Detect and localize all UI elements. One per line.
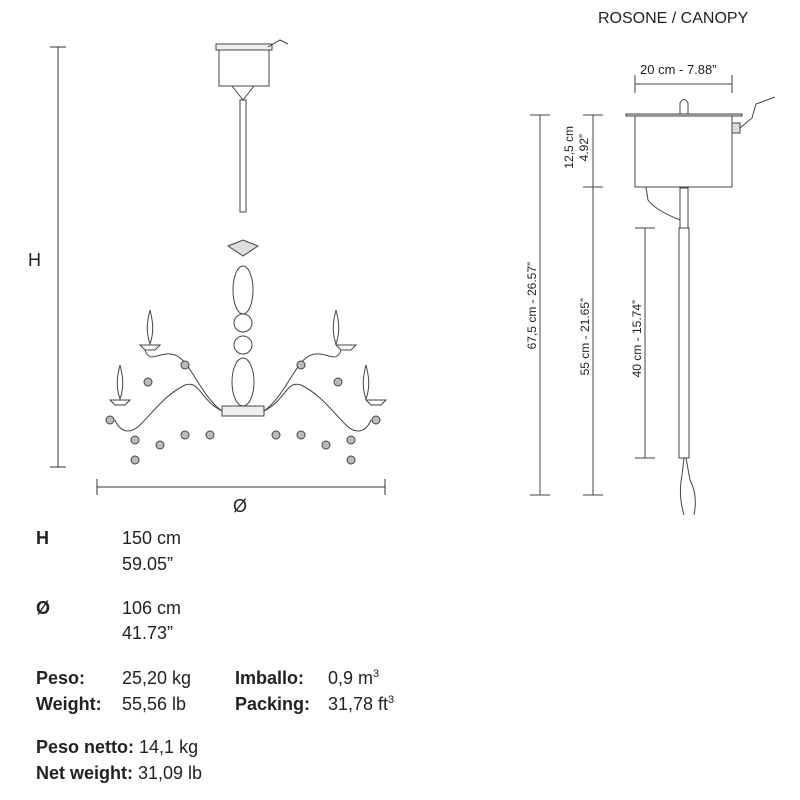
height-label: H (28, 250, 41, 270)
spec-h-in: 59.05” (122, 554, 174, 574)
canopy-width: 20 cm - 7.88” (640, 62, 717, 77)
canopy-drawing (530, 75, 776, 516)
chandelier-drawing (105, 39, 388, 465)
spec-h-cm: 150 cm (122, 528, 182, 548)
diameter-dimension-line (96, 479, 386, 495)
weight-value: 55,56 lb (122, 694, 187, 714)
diameter-label: Ø (233, 496, 248, 516)
packing-value: 31,78 ft3 (328, 694, 395, 714)
packing-label: Packing: (235, 694, 311, 714)
spec-d-cm: 106 cm (122, 598, 182, 618)
drop-length: 55 cm - 21.65” (578, 298, 592, 376)
weight-label: Weight: (36, 694, 102, 714)
net-peso: Peso netto: 14,1 kg (36, 737, 199, 757)
canopy-title: ROSONE / CANOPY (598, 10, 749, 27)
canopy-height-in: 4.92” (577, 134, 591, 162)
canopy-height-cm: 12,5 cm (562, 126, 576, 169)
peso-value: 25,20 kg (122, 668, 192, 688)
spec-d-in: 41.73” (122, 623, 174, 643)
rod-length: 40 cm - 15.74” (630, 300, 644, 378)
spec-h-label: H (36, 528, 49, 548)
spec-d-label: Ø (36, 598, 51, 618)
imballo-value: 0,9 m3 (328, 668, 380, 688)
imballo-label: Imballo: (235, 668, 305, 688)
total-height: 67,5 cm - 26.57” (525, 262, 539, 350)
net-weight: Net weight: 31,09 lb (36, 763, 203, 783)
height-dimension-line (50, 46, 66, 468)
peso-label: Peso: (36, 668, 86, 688)
